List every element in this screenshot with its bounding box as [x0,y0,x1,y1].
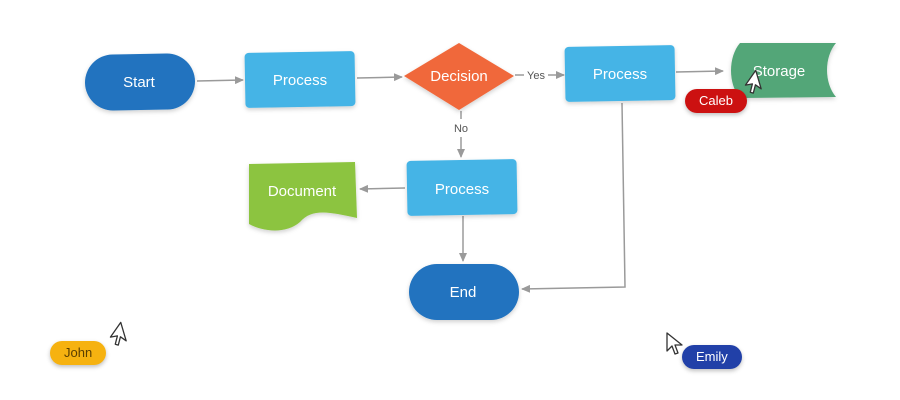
edge-process-to-decision[interactable] [356,73,403,82]
cursor-tag-caleb: Caleb [685,89,747,113]
node-start[interactable]: Start [85,53,196,111]
node-storage-label: Storage [753,63,806,80]
node-end[interactable]: End [409,264,519,320]
mouse-pointer-icon [744,69,762,94]
node-process-1-label: Process [273,72,327,89]
edge-process-to-storage[interactable] [675,67,724,76]
cursor-tag-emily: Emily [682,345,742,369]
edge-process-to-end-right[interactable] [521,102,626,293]
node-decision[interactable]: Decision [404,43,514,110]
node-process-3-label: Process [435,181,489,198]
node-end-label: End [450,284,477,301]
edge-process-to-document[interactable] [359,184,406,193]
cursor-tag-john: John [50,341,107,365]
node-process-2[interactable]: Process [564,45,676,102]
node-start-label: Start [123,74,156,91]
node-process-1[interactable]: Process [244,51,356,108]
node-process-3[interactable]: Process [406,159,518,216]
edge-start-to-process[interactable] [196,76,244,85]
edge-label-yes: Yes [527,70,545,82]
node-process-2-label: Process [593,66,647,83]
mouse-pointer-icon [666,332,683,355]
node-decision-label: Decision [430,68,488,85]
node-document-label: Document [268,183,337,200]
mouse-pointer-icon [109,321,127,346]
edge-label-no: No [454,123,468,135]
node-document[interactable]: Document [249,162,357,231]
